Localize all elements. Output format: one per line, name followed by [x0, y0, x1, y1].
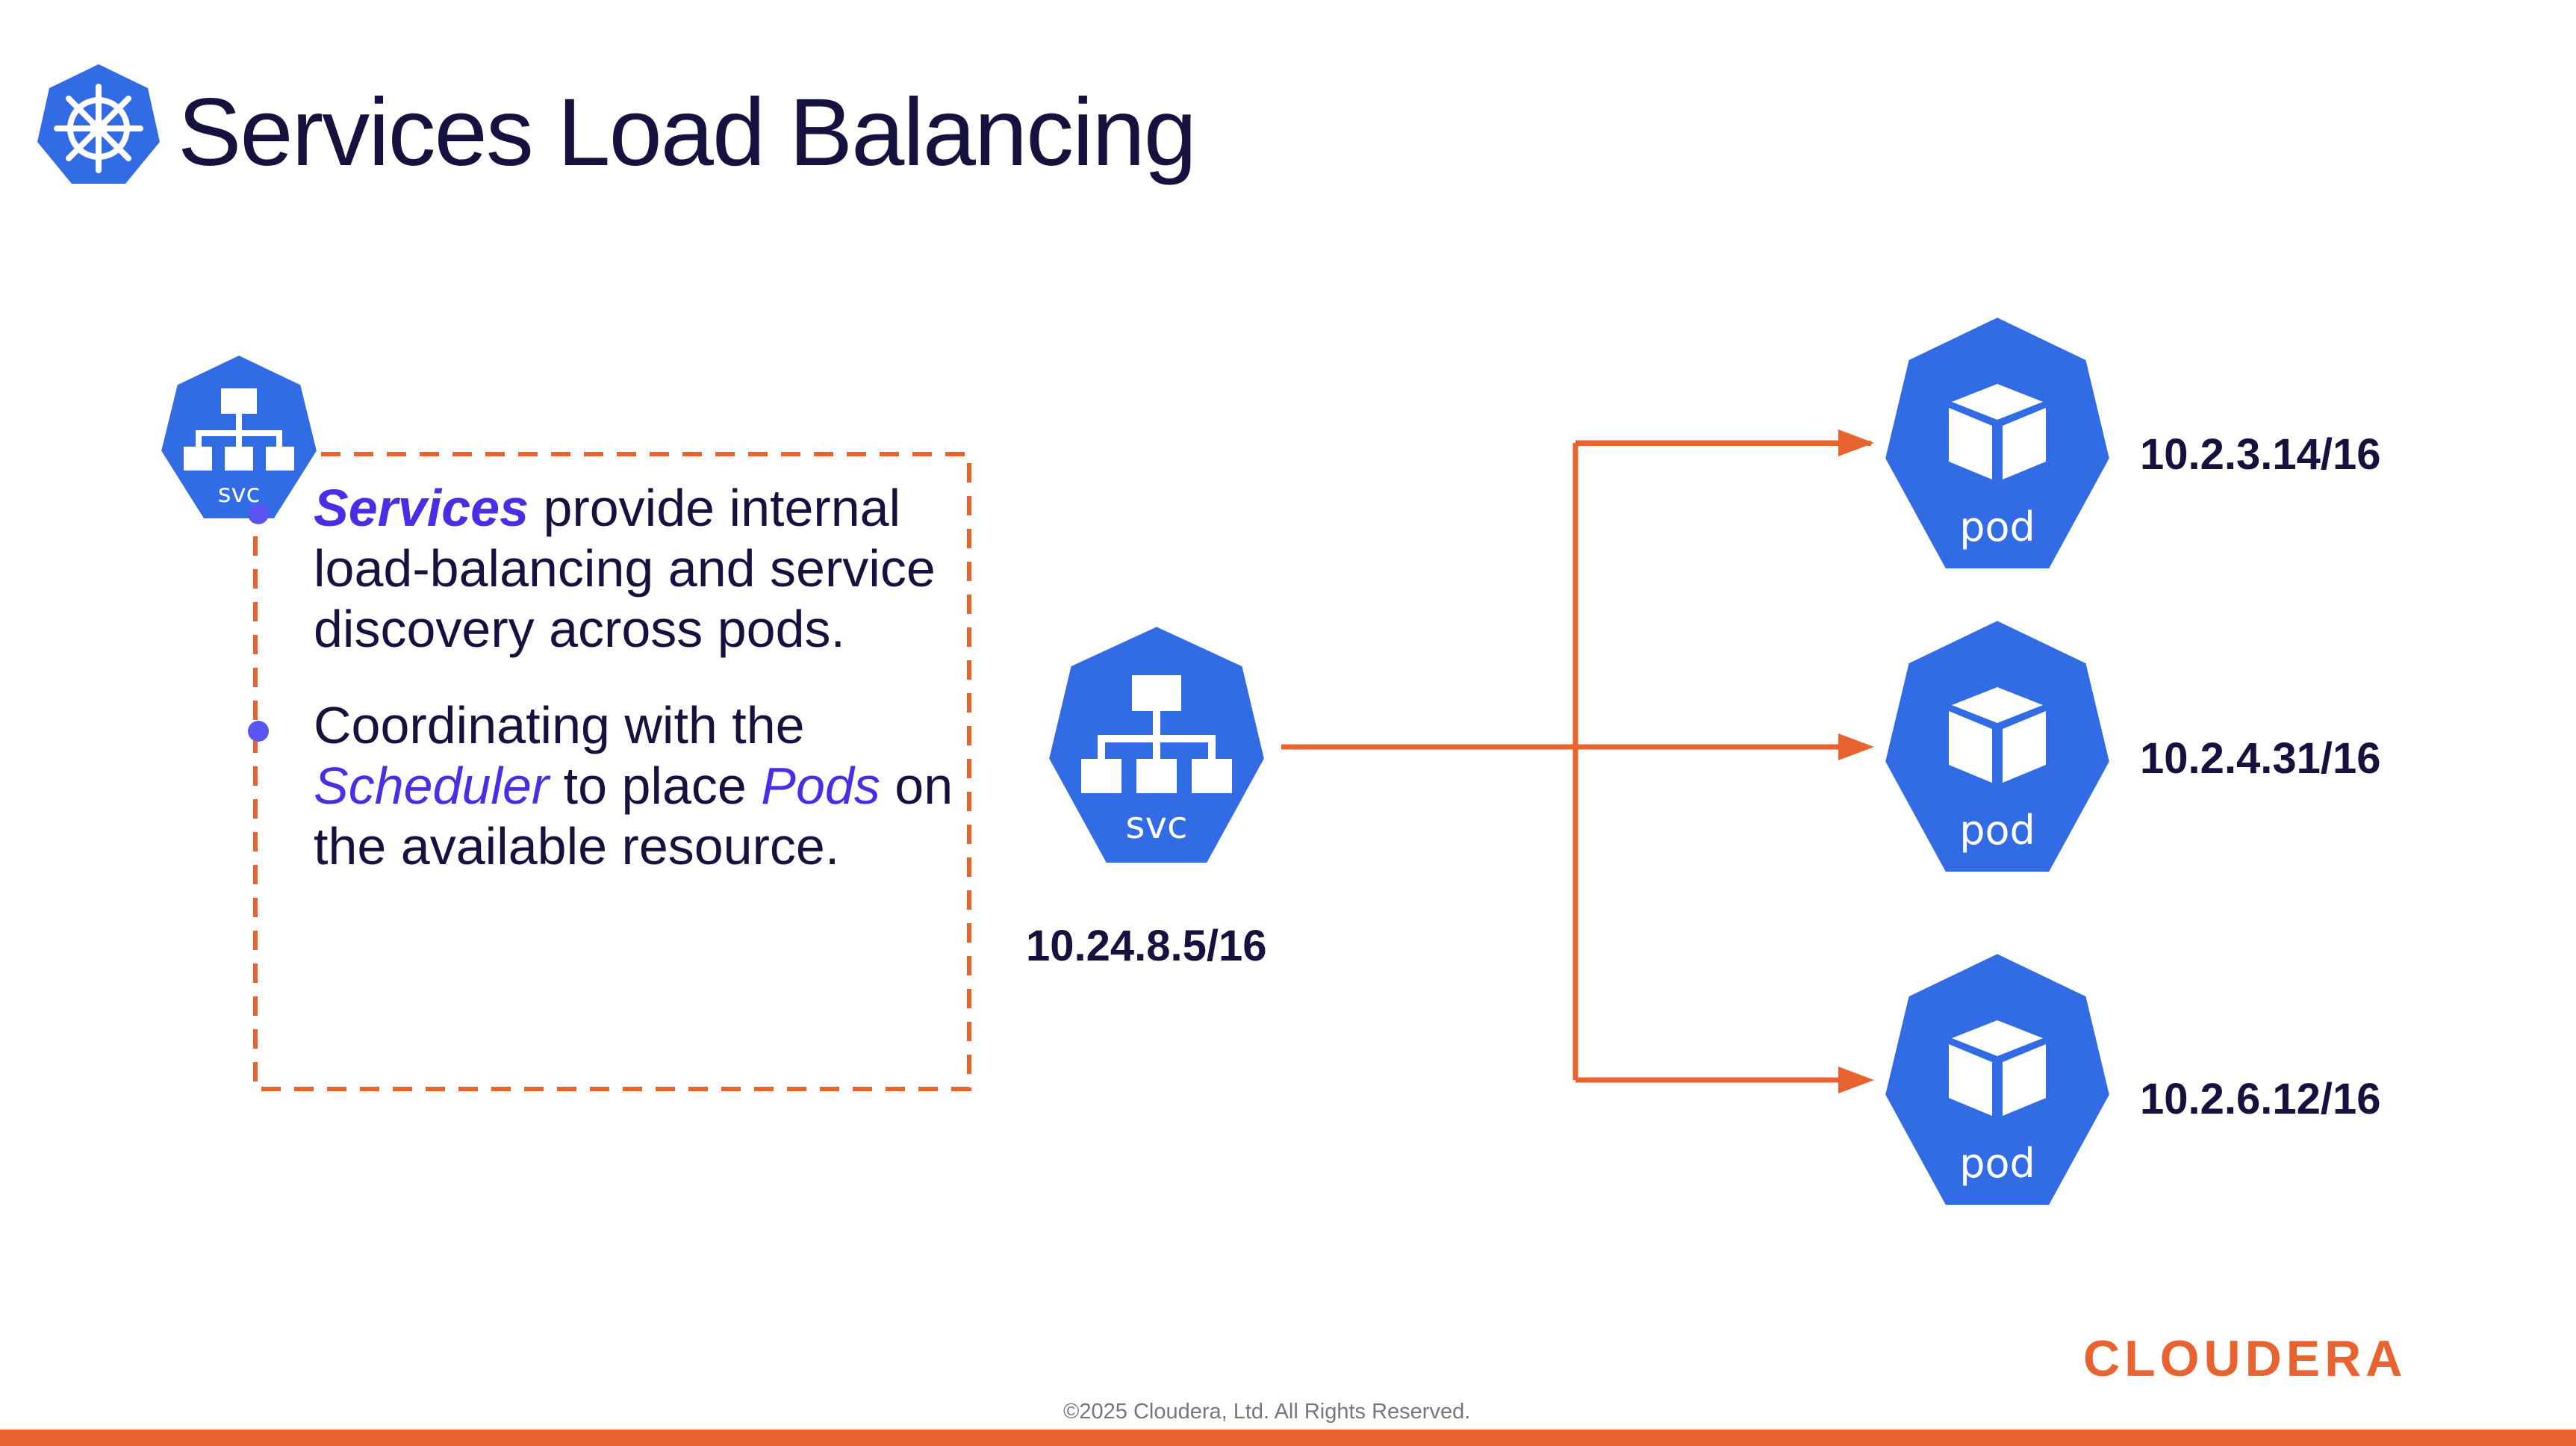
- kubernetes-logo-icon: [37, 64, 160, 184]
- bullet-services: Services provide internal load-balancing…: [248, 478, 971, 660]
- bullet-dot: [248, 503, 269, 524]
- service-icon: svc: [158, 352, 320, 521]
- pod-icon-1: pod: [1880, 312, 2115, 573]
- pod-label-1: pod: [1959, 503, 2035, 550]
- center-svc-label: svc: [1125, 804, 1187, 847]
- bullet-list: Services provide internal load-balancing…: [248, 478, 971, 913]
- page-title: Services Load Balancing: [178, 79, 1197, 186]
- pod-label-3: pod: [1959, 1140, 2035, 1187]
- pod-label-2: pod: [1959, 807, 2035, 854]
- pod-cube-icon: [1949, 384, 2046, 480]
- scheduler-highlight: Scheduler: [314, 757, 550, 815]
- bullet-text: on the available resource.: [314, 757, 953, 875]
- pod-ip-1: 10.2.3.14/16: [2140, 430, 2381, 479]
- copyright-text: ©2025 Cloudera, Ltd. All Rights Reserved…: [1063, 1400, 1471, 1424]
- cloudera-logo: CLOUDERA: [2083, 1330, 2407, 1387]
- center-service-icon: svc: [1044, 621, 1269, 867]
- pod-icon-3: pod: [1880, 949, 2115, 1209]
- bullet-scheduler: Coordinating with the Scheduler to place…: [248, 695, 971, 877]
- pod-ip-3: 10.2.6.12/16: [2140, 1075, 2381, 1123]
- bullet-text: to place: [549, 757, 762, 815]
- pod-ip-2: 10.2.4.31/16: [2140, 734, 2381, 783]
- bullet-text: provide internal load-balancing and serv…: [314, 479, 936, 658]
- footer-accent-bar: [0, 1430, 2576, 1446]
- services-highlight: Services: [314, 479, 529, 537]
- bullet-text: Coordinating with the: [314, 696, 805, 754]
- service-ip: 10.24.8.5/16: [1026, 922, 1267, 970]
- arrow-head-2: [1838, 733, 1874, 760]
- pod-cube-icon: [1949, 687, 2046, 783]
- callout-dashed-box: [253, 452, 971, 1091]
- arrow-head-1: [1838, 429, 1874, 456]
- arrow-head-3: [1838, 1067, 1874, 1093]
- bullet-dot: [248, 721, 269, 742]
- pod-cube-icon: [1949, 1020, 2046, 1116]
- pods-highlight: Pods: [761, 757, 880, 815]
- left-svc-label: svc: [218, 479, 261, 509]
- pod-icon-2: pod: [1880, 615, 2115, 876]
